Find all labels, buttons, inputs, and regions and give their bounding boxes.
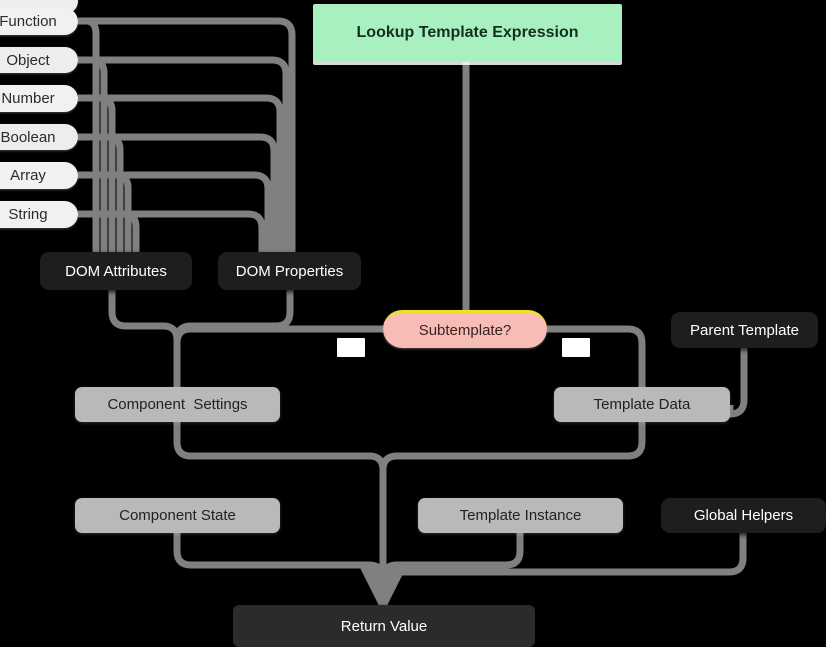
- node-component-settings[interactable]: Component Settings: [75, 387, 280, 422]
- node-label: Object: [6, 51, 50, 69]
- edge-number-to-dom-attributes: [78, 94, 116, 252]
- node-label: Boolean: [0, 128, 56, 146]
- edge-function-to-dom-attributes: [78, 17, 100, 252]
- edge-subtemplate-to-component-settings: [173, 325, 383, 387]
- node-template-data[interactable]: Template Data: [554, 387, 730, 422]
- node-type-string[interactable]: String: [0, 201, 78, 228]
- node-dom-attributes[interactable]: DOM Attributes: [40, 252, 192, 290]
- node-label: Subtemplate?: [418, 322, 512, 339]
- edge-component-state-to-return-value: [173, 533, 387, 605]
- node-component-state[interactable]: Component State: [75, 498, 280, 533]
- node-label: Lookup Template Expression: [356, 24, 579, 41]
- node-label: String: [8, 206, 48, 223]
- edge-string-to-dom-properties: [78, 210, 266, 252]
- node-label: Component State: [119, 507, 236, 524]
- edge-subtemplate-to-template-data: [547, 325, 646, 387]
- edge-function-to-dom-properties: [78, 17, 296, 252]
- edge-array-to-dom-attributes: [78, 171, 132, 252]
- node-label: Parent Template: [690, 321, 799, 339]
- node-template-instance[interactable]: Template Instance: [418, 498, 623, 533]
- edge-boolean-to-dom-properties: [78, 133, 278, 252]
- edge-parent-template-to-template-data: [726, 348, 748, 418]
- node-type-object[interactable]: Object: [0, 47, 78, 73]
- node-parent-template[interactable]: Parent Template: [671, 312, 818, 348]
- node-subtemplate[interactable]: Subtemplate?: [383, 310, 547, 348]
- edge-array-to-dom-properties: [78, 171, 272, 252]
- edge-string-to-dom-attributes: [78, 210, 140, 252]
- node-type-array[interactable]: Array: [0, 162, 78, 189]
- node-label: Template Instance: [459, 507, 582, 524]
- edge-boolean-to-dom-attributes: [78, 133, 124, 252]
- node-label: Template Data: [593, 396, 691, 413]
- node-label: Function: [0, 13, 57, 30]
- edge-dom-attributes-to-component-settings: [108, 290, 181, 387]
- edge-object-to-dom-attributes: [78, 56, 108, 252]
- edge-number-to-dom-properties: [78, 94, 284, 252]
- node-label: Component Settings: [107, 396, 248, 413]
- node-label: Number: [1, 90, 55, 107]
- edge-object-to-dom-properties: [78, 56, 290, 252]
- node-subtemplate-label-left[interactable]: [337, 338, 365, 357]
- node-label: Array: [10, 167, 46, 184]
- node-label: DOM Attributes: [65, 262, 167, 280]
- node-label: DOM Properties: [235, 262, 344, 280]
- node-lookup-template-expression[interactable]: Lookup Template Expression: [313, 4, 622, 62]
- node-subtemplate-label-right[interactable]: [562, 338, 590, 357]
- edge-global-helpers-to-return-value: [379, 533, 747, 605]
- node-type-function[interactable]: Function: [0, 8, 78, 35]
- edge-template-data-to-return-value: [379, 422, 646, 605]
- edge-dom-properties-to-component-settings: [173, 290, 294, 387]
- node-global-helpers[interactable]: Global Helpers: [661, 498, 826, 533]
- node-dom-properties[interactable]: DOM Properties: [218, 252, 361, 290]
- node-type-boolean[interactable]: Boolean: [0, 124, 78, 150]
- node-label: Return Value: [340, 617, 428, 635]
- node-type-number[interactable]: Number: [0, 85, 78, 112]
- node-label: Global Helpers: [693, 507, 794, 524]
- node-return-value[interactable]: Return Value: [233, 605, 535, 647]
